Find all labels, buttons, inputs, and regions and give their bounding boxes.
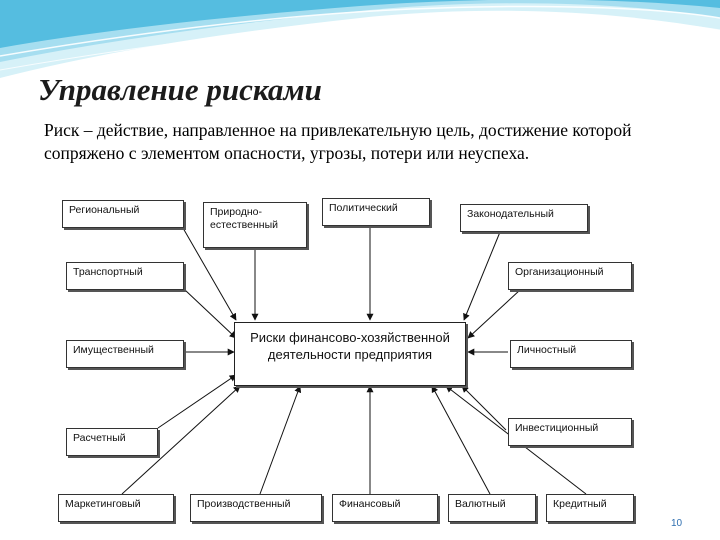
risk-box-settlement: Расчетный bbox=[66, 428, 158, 456]
risk-box-marketing: Маркетинговый bbox=[58, 494, 174, 522]
risk-box-legislative: Законодательный bbox=[460, 204, 588, 232]
risk-definition: Риск – действие, направленное на привлек… bbox=[44, 120, 632, 163]
risk-box-transport: Транспортный bbox=[66, 262, 184, 290]
arrow-transport bbox=[184, 289, 237, 339]
risk-box-personal: Личностный bbox=[510, 340, 632, 368]
arrow-marketing bbox=[121, 385, 241, 495]
arrow-currency bbox=[431, 385, 491, 495]
slide-title: Управление рисками bbox=[38, 72, 322, 107]
arrow-investment bbox=[461, 385, 507, 431]
risk-box-organizational: Организационный bbox=[508, 262, 632, 290]
risk-box-regional: Региональный bbox=[62, 200, 184, 228]
arrow-production bbox=[259, 385, 302, 495]
risk-box-financial: Финансовый bbox=[332, 494, 438, 522]
arrow-regional bbox=[182, 227, 237, 321]
page-number: 10 bbox=[671, 518, 683, 529]
risk-box-credit: Кредитный bbox=[546, 494, 634, 522]
risk-box-production: Производственный bbox=[190, 494, 322, 522]
arrow-settlement bbox=[157, 374, 237, 429]
arrow-legislative bbox=[463, 231, 501, 321]
risk-box-investment: Инвестиционный bbox=[508, 418, 632, 446]
risk-box-property: Имущественный bbox=[66, 340, 184, 368]
risk-box-natural: Природно-естественный bbox=[203, 202, 307, 248]
central-risk-box: Риски финансово-хозяйственной деятельнос… bbox=[234, 322, 466, 386]
risk-box-currency: Валютный bbox=[448, 494, 536, 522]
risk-box-political: Политический bbox=[322, 198, 430, 226]
arrow-organizational bbox=[467, 289, 521, 339]
